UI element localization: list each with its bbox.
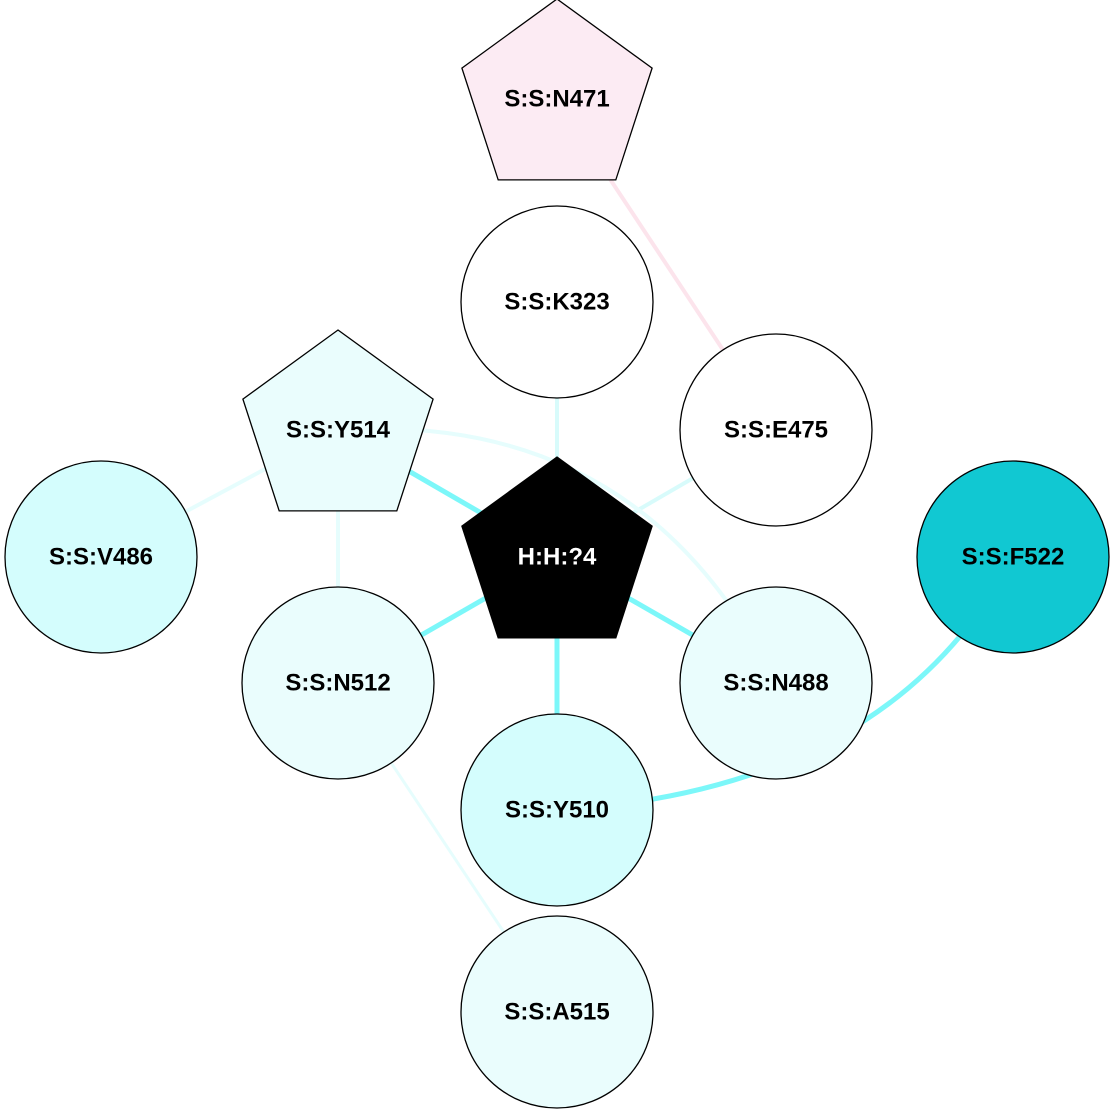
node-n512[interactable]: S:S:N512 (241, 586, 435, 780)
node-y514[interactable]: S:S:Y514 (242, 329, 434, 512)
node-pentagon-shape (242, 329, 434, 512)
node-label: S:S:N488 (723, 670, 828, 697)
node-k323[interactable]: S:S:K323 (460, 205, 654, 399)
node-circle-shape (460, 205, 654, 399)
node-n488[interactable]: S:S:N488 (679, 586, 873, 780)
node-label: S:S:A515 (504, 999, 609, 1026)
node-pentagon-shape (461, 0, 653, 181)
node-circle-shape (4, 460, 198, 654)
node-label: S:S:Y514 (286, 417, 391, 444)
node-circle-shape (460, 915, 654, 1109)
node-label: S:S:N471 (504, 86, 609, 113)
node-y510[interactable]: S:S:Y510 (460, 713, 654, 907)
node-label: H:H:?4 (518, 544, 597, 571)
node-circle-shape (679, 586, 873, 780)
node-h4[interactable]: H:H:?4 (461, 456, 653, 639)
node-label: S:S:E475 (724, 417, 828, 444)
node-label: S:S:V486 (49, 544, 153, 571)
node-v486[interactable]: S:S:V486 (4, 460, 198, 654)
node-label: S:S:K323 (504, 289, 609, 316)
node-a515[interactable]: S:S:A515 (460, 915, 654, 1109)
node-label: S:S:F522 (962, 544, 1065, 571)
node-pentagon-shape (461, 456, 653, 639)
node-circle-shape (679, 333, 873, 527)
node-circle-shape (241, 586, 435, 780)
node-circle-shape (460, 713, 654, 907)
node-circle-shape (916, 460, 1110, 654)
node-f522[interactable]: S:S:F522 (916, 460, 1110, 654)
node-e475[interactable]: S:S:E475 (679, 333, 873, 527)
node-label: S:S:N512 (285, 670, 390, 697)
node-label: S:S:Y510 (505, 797, 609, 824)
node-n471[interactable]: S:S:N471 (461, 0, 653, 181)
